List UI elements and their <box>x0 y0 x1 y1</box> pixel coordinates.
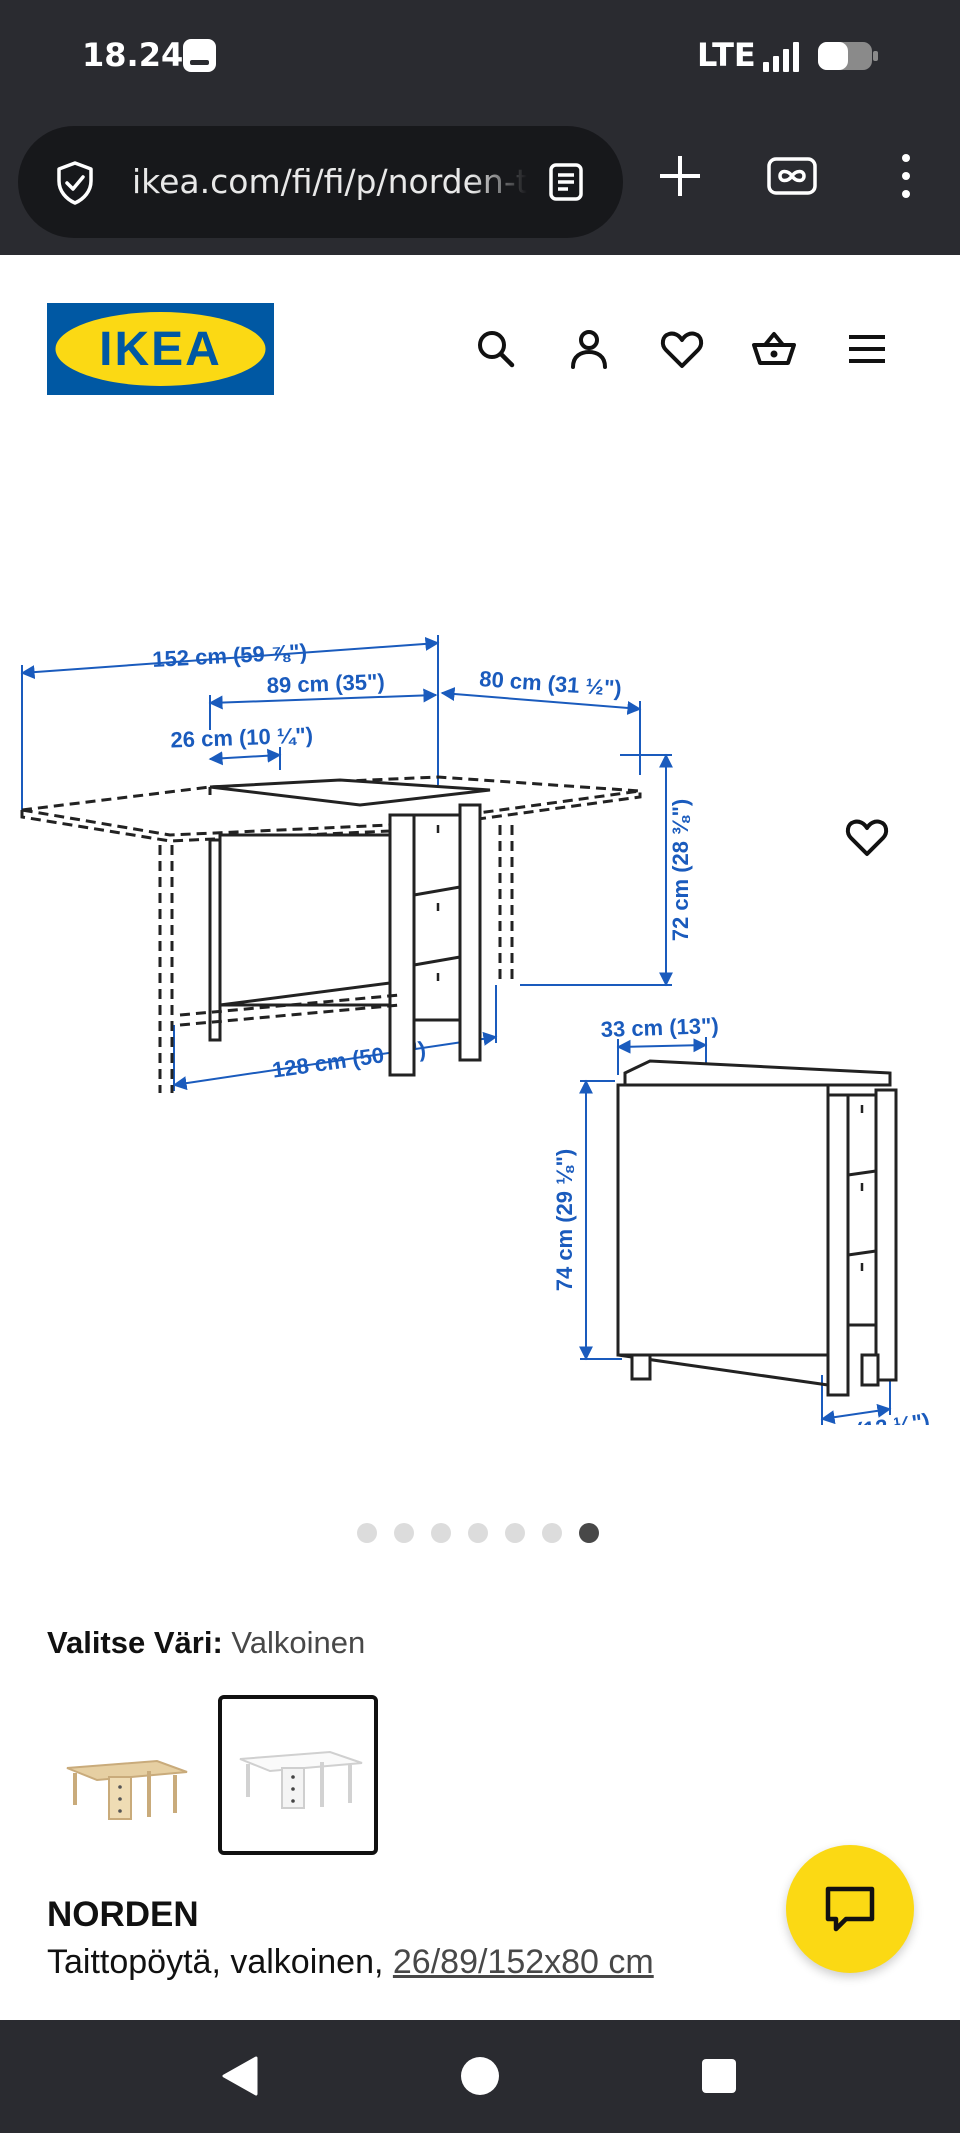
heart-icon[interactable] <box>658 325 706 373</box>
battery-icon <box>818 42 878 70</box>
favorite-heart-icon[interactable] <box>843 813 891 861</box>
web-page: IKEA <box>0 255 960 2020</box>
dim-total-width: 152 cm (59 ⅞") <box>152 639 308 672</box>
chat-button[interactable] <box>786 1845 914 1973</box>
status-time: 18.24 <box>82 36 184 74</box>
dim-folded-height: 74 cm (29 ⅛") <box>552 1149 577 1292</box>
shield-check-icon[interactable] <box>51 159 99 207</box>
reader-mode-icon[interactable] <box>546 162 586 202</box>
dim-base-depth: 31 cm (12 ¼") <box>787 1408 932 1425</box>
user-icon[interactable] <box>565 325 613 373</box>
ikea-logo[interactable]: IKEA <box>47 303 274 395</box>
birch-table-thumbnail <box>66 1759 188 1820</box>
gallery-dot-6[interactable] <box>542 1523 562 1543</box>
product-description-text: Taittopöytä, valkoinen, <box>47 1943 384 1981</box>
more-vert-icon[interactable] <box>880 150 932 202</box>
color-select-row: Valitse Väri: Valkoinen <box>47 1625 365 1661</box>
ikea-logo-mark: IKEA <box>47 303 274 395</box>
android-nav-bar <box>0 2020 960 2133</box>
gallery-dot-5[interactable] <box>505 1523 525 1543</box>
dim-folded-width: 26 cm (10 ¼") <box>170 723 313 753</box>
color-swatch-birch[interactable] <box>47 1695 207 1855</box>
dim-mid-width: 89 cm (35") <box>266 669 385 698</box>
dim-top-depth: 33 cm (13") <box>600 1013 719 1042</box>
new-tab-plus-icon[interactable] <box>654 150 706 202</box>
white-table-thumbnail <box>239 1750 363 1809</box>
gallery-dot-7[interactable] <box>579 1523 599 1543</box>
dimension-drawing: 152 cm (59 ⅞") 89 cm (35") 80 cm (31 ½")… <box>20 635 932 1425</box>
back-icon[interactable] <box>216 2052 264 2100</box>
chat-bubble-icon <box>825 1886 875 1932</box>
color-swatch-white-selected[interactable] <box>218 1695 378 1855</box>
status-bar: 18.24 LTE <box>0 0 960 110</box>
product-size-link[interactable]: 26/89/152x80 cm <box>392 1943 654 1981</box>
gallery-dot-3[interactable] <box>431 1523 451 1543</box>
gallery-dot-4[interactable] <box>468 1523 488 1543</box>
color-label: Valitse Väri: <box>47 1625 223 1660</box>
notification-icon <box>183 39 216 72</box>
cart-icon[interactable] <box>750 325 798 373</box>
color-value: Valkoinen <box>231 1625 366 1660</box>
product-description: Taittopöytä, valkoinen, 26/89/152x80 cm <box>47 1943 654 1982</box>
gallery-pagination <box>357 1523 599 1545</box>
recents-icon[interactable] <box>695 2052 743 2100</box>
tabs-infinity-icon[interactable] <box>766 150 818 202</box>
home-icon[interactable] <box>456 2052 504 2100</box>
dim-height: 72 cm (28 ⅜") <box>668 799 693 942</box>
search-icon[interactable] <box>472 325 520 373</box>
site-header: IKEA <box>0 255 960 415</box>
dim-depth: 80 cm (31 ½") <box>479 666 623 701</box>
gallery-dot-1[interactable] <box>357 1523 377 1543</box>
url-text[interactable]: ikea.com/fi/fi/p/norden-taittopoyta-valk… <box>132 162 527 201</box>
browser-toolbar: ikea.com/fi/fi/p/norden-taittopoyta-valk… <box>0 110 960 255</box>
svg-text:IKEA: IKEA <box>99 323 222 376</box>
gallery-dot-2[interactable] <box>394 1523 414 1543</box>
menu-icon[interactable] <box>843 325 891 373</box>
address-bar[interactable]: ikea.com/fi/fi/p/norden-taittopoyta-valk… <box>18 126 623 238</box>
product-gallery[interactable]: 152 cm (59 ⅞") 89 cm (35") 80 cm (31 ½")… <box>0 455 960 1555</box>
signal-icon <box>763 42 799 72</box>
network-type: LTE <box>697 36 756 74</box>
product-name: NORDEN <box>47 1895 199 1934</box>
